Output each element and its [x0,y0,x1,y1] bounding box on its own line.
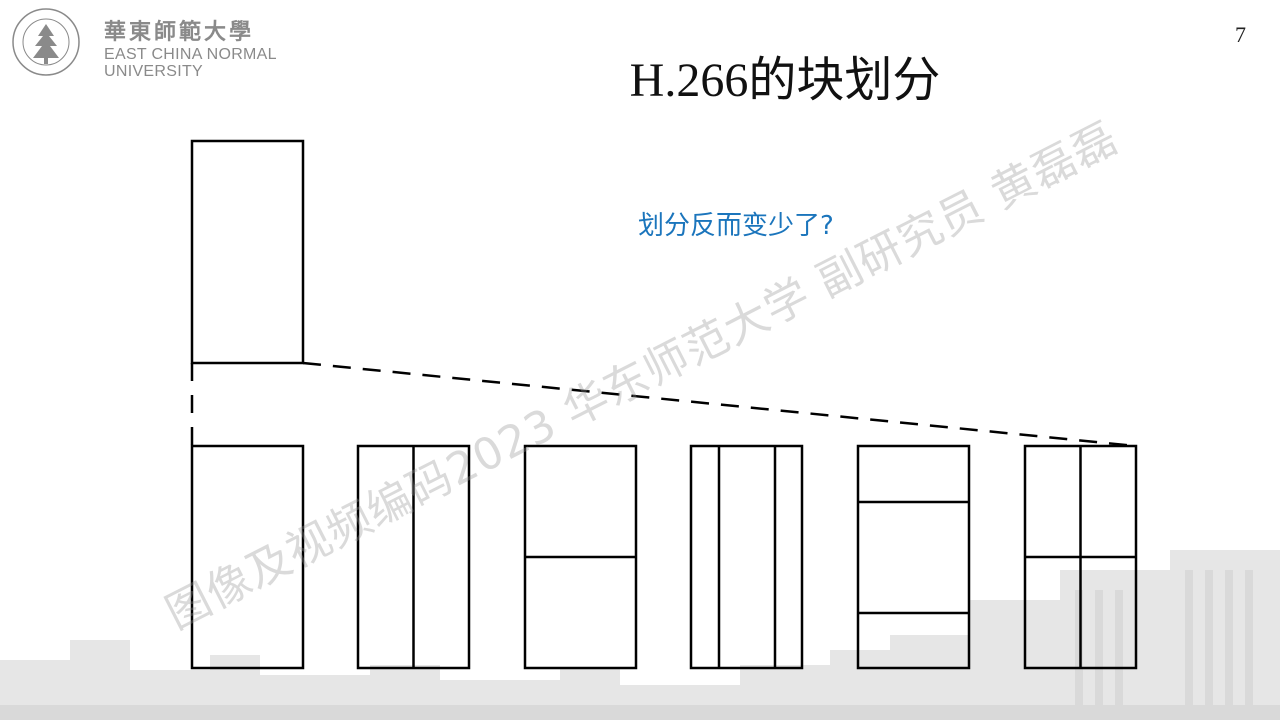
partition-ternary-horizontal [856,444,971,670]
campus-skyline-background [0,550,1280,720]
university-logo: 華東師範大學 EAST CHINA NORMAL UNIVERSITY [8,4,308,84]
partition-none [190,444,305,670]
page-number: 7 [1235,22,1246,47]
logo-chinese-name: 華東師範大學 [104,19,255,45]
connector-right-dashed [302,361,1137,448]
question-text: 划分反而变少了? [638,211,834,241]
logo-english-line-2: UNIVERSITY [104,63,204,80]
logo-english-line-1: EAST CHINA NORMAL [104,46,277,63]
slide-title: H.266的块划分 [629,54,941,107]
partition-ternary-vertical [689,444,804,670]
parent-block [190,139,305,365]
university-emblem-icon [12,8,80,76]
